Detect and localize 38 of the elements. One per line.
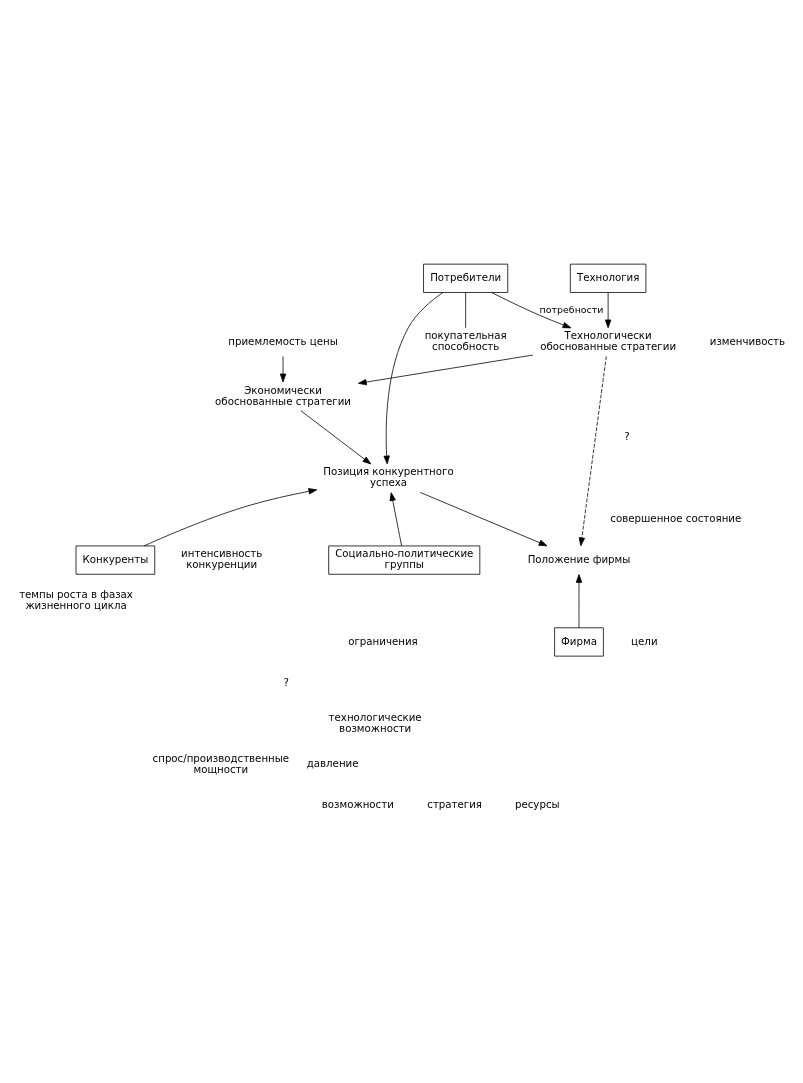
label: спрос/производственные мощности bbox=[152, 752, 290, 775]
connector bbox=[465, 291, 467, 328]
node-box: Потребители bbox=[423, 263, 509, 293]
node-text: Позиция конкурентного успеха bbox=[323, 465, 454, 488]
arrow bbox=[300, 409, 372, 464]
label: изменчивость bbox=[709, 335, 786, 347]
node-box: Социально-политические группы bbox=[328, 545, 481, 575]
node-box: Фирма bbox=[554, 626, 604, 657]
arrow bbox=[389, 491, 403, 546]
arrow bbox=[491, 291, 572, 328]
arrow bbox=[578, 355, 607, 546]
arrow bbox=[420, 491, 548, 546]
label: интенсивность конкуренции bbox=[181, 547, 263, 570]
label: темпы роста в фазах жизненного цикла bbox=[19, 588, 133, 611]
arrow bbox=[279, 355, 287, 382]
arrow bbox=[383, 291, 444, 464]
node-text: Экономически обоснованные стратегии bbox=[215, 384, 351, 407]
arrow bbox=[604, 291, 612, 328]
arrow bbox=[358, 354, 534, 385]
node-box: Технология bbox=[569, 263, 647, 293]
label: возможности bbox=[321, 798, 394, 810]
node-text: Положение фирмы bbox=[527, 553, 631, 565]
label: ресурсы bbox=[514, 798, 560, 810]
label: давление bbox=[306, 757, 359, 769]
label: технологические возможности bbox=[328, 711, 422, 734]
node-text: Технологически обоснованные стратегии bbox=[540, 329, 677, 352]
label: цели bbox=[631, 635, 658, 647]
node-text: приемлемость цены bbox=[228, 335, 338, 347]
node-box: Конкуренты bbox=[75, 545, 156, 575]
label: ? bbox=[283, 676, 289, 688]
edge-label: потребности bbox=[539, 303, 604, 315]
arrow bbox=[575, 573, 583, 628]
label: совершенное состояние bbox=[610, 512, 742, 524]
label: стратегия bbox=[427, 798, 482, 810]
node-text: покупательная способность bbox=[424, 329, 507, 352]
label: ? bbox=[624, 430, 630, 442]
label: ограничения bbox=[348, 635, 418, 647]
arrow bbox=[143, 487, 318, 546]
